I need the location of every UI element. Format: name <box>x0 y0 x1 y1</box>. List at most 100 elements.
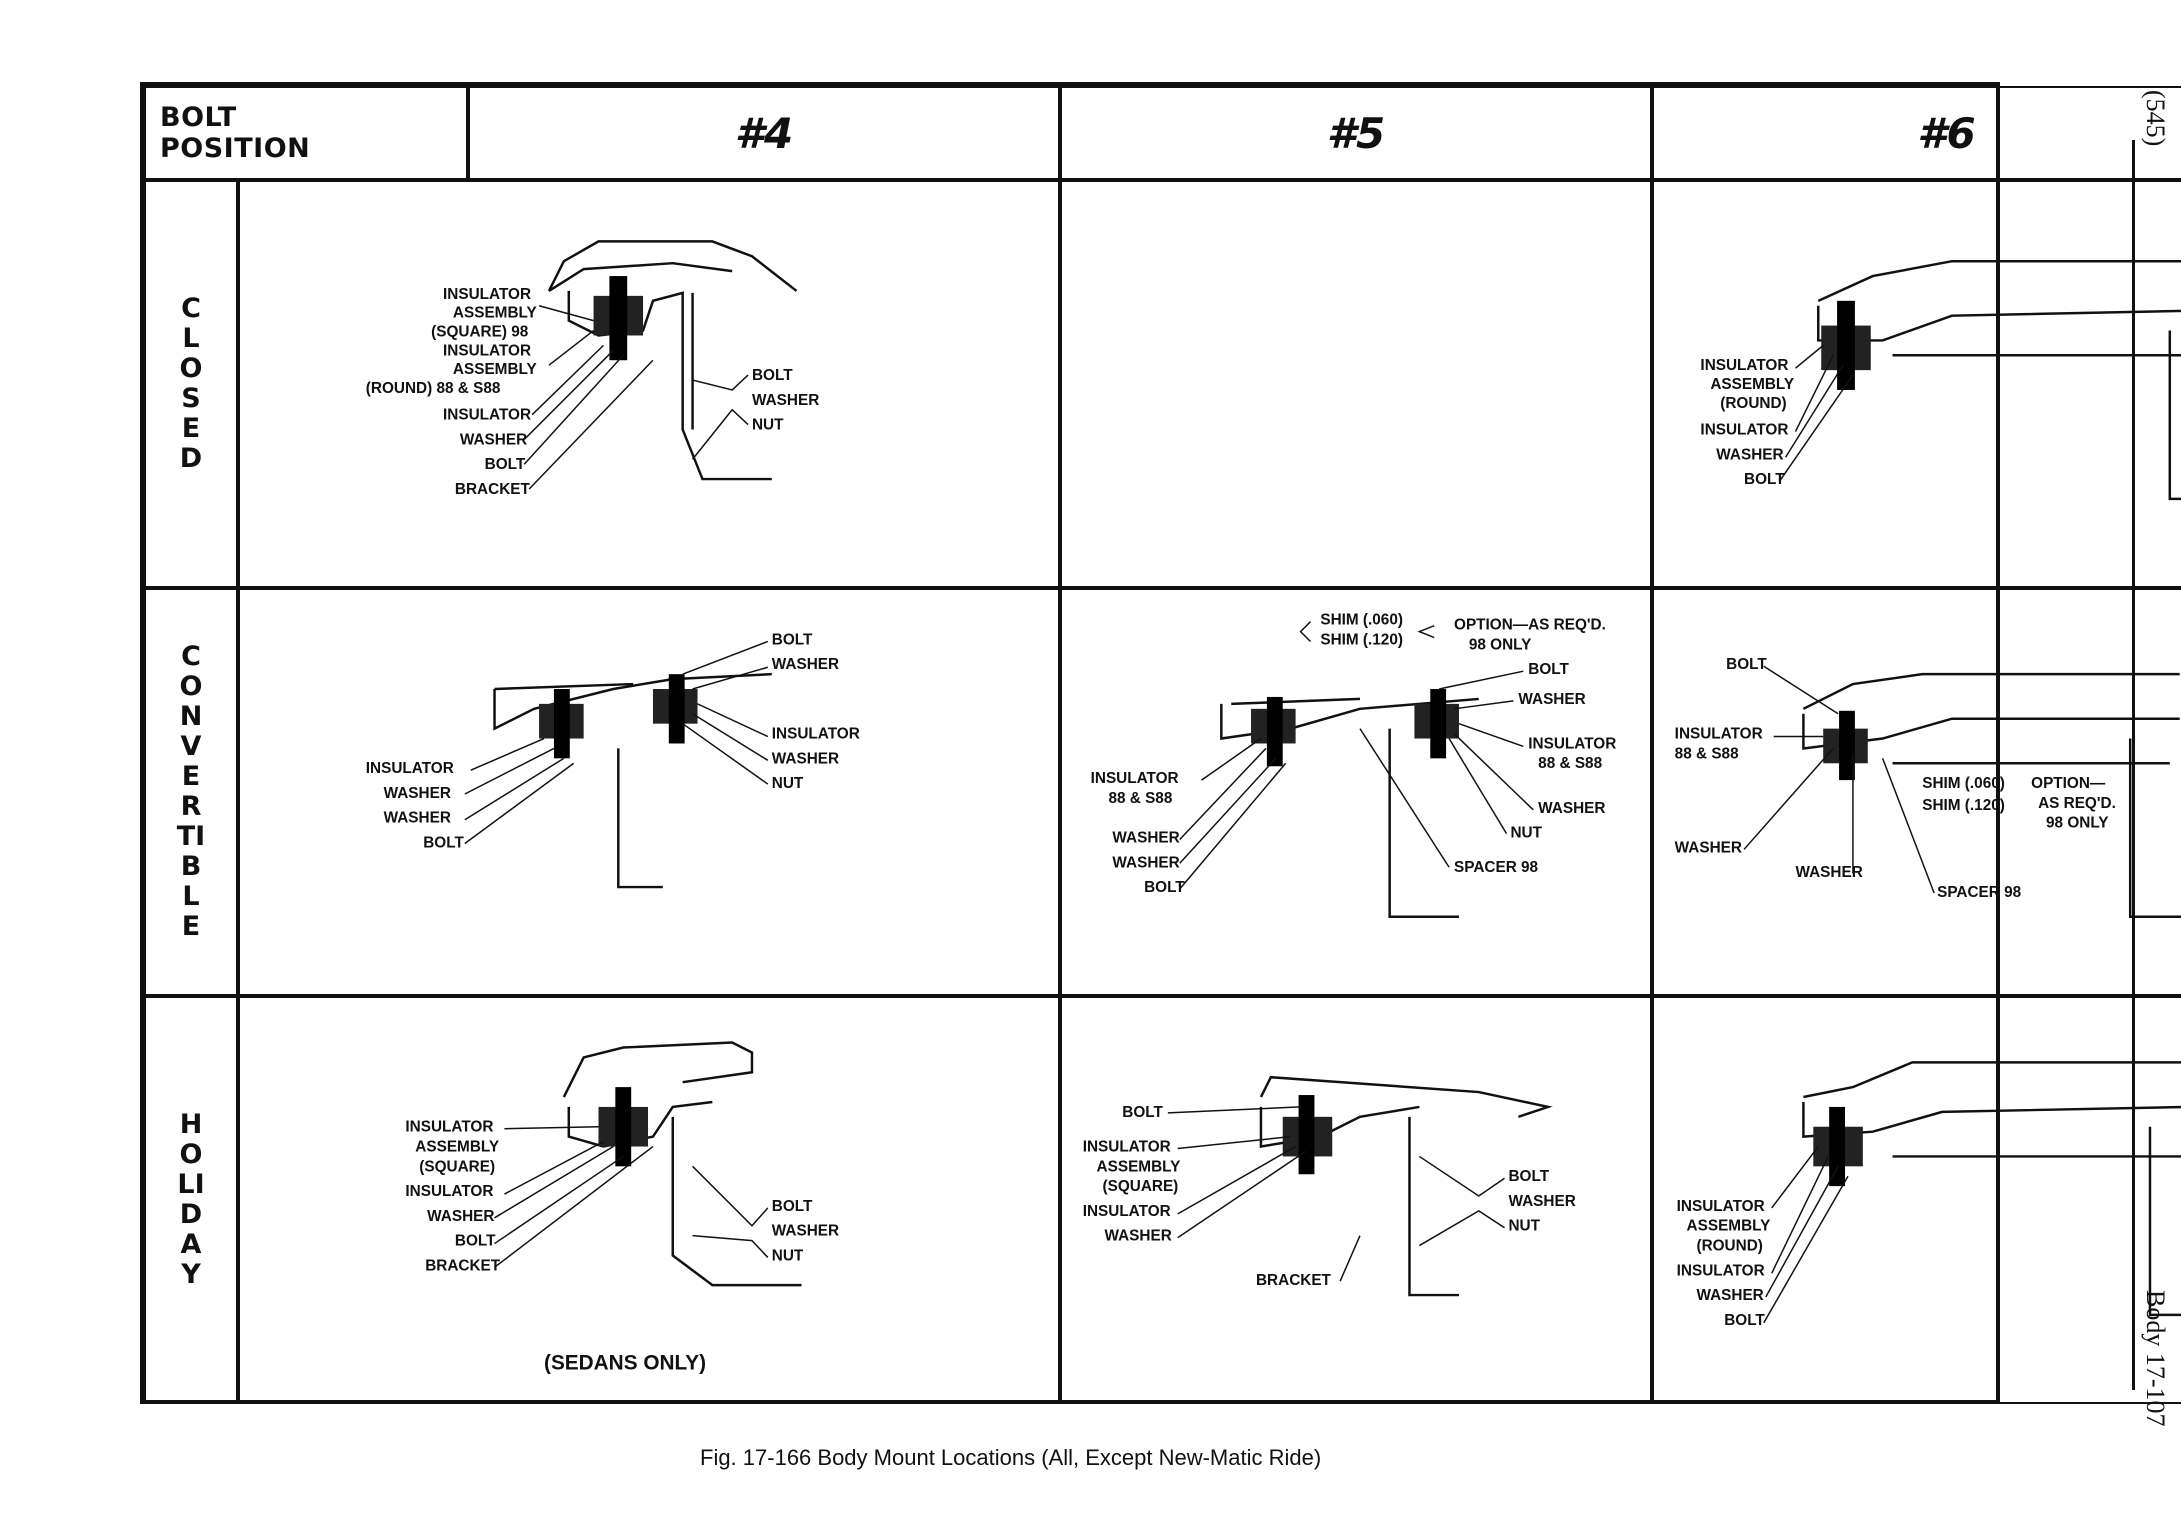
lbl-round: (ROUND) <box>1720 395 1786 412</box>
lbl-bracket: BRACKET <box>455 481 531 498</box>
lbl-bolt-r: BOLT <box>752 367 793 384</box>
column-5-label: #5 <box>1326 108 1386 158</box>
lbl-bolt: BOLT <box>455 1233 496 1250</box>
convertible-label: CONVERTIBLE <box>176 641 206 942</box>
lbl-option: OPTION—AS REQ'D. <box>1454 617 1606 634</box>
column-header-4: #4 <box>468 86 1060 180</box>
bolt-position-header: BOLT POSITION <box>144 86 468 180</box>
lbl-bolt-r: BOLT <box>772 1198 813 1215</box>
diagram-closed-4: INSULATOR ASSEMBLY (SQUARE) 98 INSULATOR… <box>238 180 1060 588</box>
body-mount-table: BOLT POSITION #4 #5 #6 CLOSED INSULATOR … <box>140 82 2181 1404</box>
lbl-washer: WASHER <box>1696 1287 1763 1304</box>
lbl-shim-060: SHIM (.060) <box>1922 775 2005 792</box>
row-label-closed: CLOSED <box>144 180 238 588</box>
lbl-insulator: INSULATOR <box>1083 1138 1171 1155</box>
closed-4-drawing: INSULATOR ASSEMBLY (SQUARE) 98 INSULATOR… <box>366 240 819 498</box>
lbl-washer-l: WASHER <box>1104 1228 1171 1245</box>
lbl-bolt-l: BOLT <box>1122 1104 1163 1121</box>
lbl-insulator-3: INSULATOR <box>443 407 531 424</box>
lbl-spacer-98: SPACER 98 <box>1937 884 2022 901</box>
diagram-convertible-4: BOLT WASHER INSULATOR WASHER NUT INSULAT… <box>238 588 1060 996</box>
lbl-bolt-l: BOLT <box>1144 879 1185 896</box>
lbl-washer-r: WASHER <box>772 750 839 767</box>
lbl-bolt-r: BOLT <box>1528 661 1569 678</box>
lbl-bolt-l: BOLT <box>423 834 464 851</box>
lbl-nut-r: NUT <box>1508 1218 1540 1235</box>
lbl-assembly-2: ASSEMBLY <box>453 361 537 378</box>
diagram-holiday-5: BOLT INSULATOR ASSEMBLY (SQUARE) INSULAT… <box>1060 996 1652 1404</box>
lbl-88-s88: 88 & S88 <box>1675 745 1739 762</box>
hol-6-drawing: INSULATOR ASSEMBLY (ROUND) INSULATOR WAS… <box>1677 1061 2181 1329</box>
lbl-insulator-l: INSULATOR <box>1091 770 1179 787</box>
figure-caption: Fig. 17-166 Body Mount Locations (All, E… <box>700 1445 1322 1470</box>
lbl-assembly: ASSEMBLY <box>1687 1218 1771 1235</box>
lbl-nut-r: NUT <box>772 1247 804 1264</box>
column-4-label: #4 <box>734 108 794 158</box>
lbl-insulator-2: INSULATOR <box>1700 422 1788 439</box>
hol-4-drawing: INSULATOR ASSEMBLY (SQUARE) INSULATOR WA… <box>405 1041 839 1374</box>
diagram-closed-5-empty <box>1060 180 1652 588</box>
lbl-nut: NUT <box>772 775 804 792</box>
conv-4-drawing: BOLT WASHER INSULATOR WASHER NUT INSULAT… <box>366 631 860 889</box>
lbl-square: (SQUARE) <box>1103 1178 1179 1195</box>
lbl-insulator-r: INSULATOR <box>772 726 860 743</box>
lbl-insulator: INSULATOR <box>366 760 454 777</box>
diagram-holiday-6: INSULATOR ASSEMBLY (ROUND) INSULATOR WAS… <box>1652 996 2181 1404</box>
lbl-spacer-98: SPACER 98 <box>1454 859 1539 876</box>
lbl-88-s88-l: 88 & S88 <box>1108 790 1172 807</box>
lbl-insulator: INSULATOR <box>1677 1198 1765 1215</box>
lbl-bolt: BOLT <box>485 456 526 473</box>
lbl-shim-060: SHIM (.060) <box>1320 612 1403 629</box>
lbl-shim-120: SHIM (.120) <box>1922 797 2005 814</box>
lbl-insulator-r: INSULATOR <box>1528 735 1616 752</box>
lbl-insulator: INSULATOR <box>1700 357 1788 374</box>
lbl-assembly: ASSEMBLY <box>415 1138 499 1155</box>
lbl-washer: WASHER <box>1716 446 1783 463</box>
bolt-position-label: BOLT POSITION <box>160 102 311 164</box>
lbl-as-reqd: AS REQ'D. <box>2038 795 2116 812</box>
lbl-98-only: 98 ONLY <box>2046 815 2108 832</box>
lbl-bolt: BOLT <box>1724 1312 1765 1329</box>
lbl-insulator: INSULATOR <box>405 1119 493 1136</box>
lbl-washer-r: WASHER <box>1518 691 1585 708</box>
diagram-closed-6: INSULATOR ASSEMBLY (ROUND) INSULATOR WAS… <box>1652 180 2181 588</box>
lbl-washer-l2: WASHER <box>1112 854 1179 871</box>
lbl-bolt: BOLT <box>772 631 813 648</box>
lbl-shim-120: SHIM (.120) <box>1320 631 1403 648</box>
column-6-label: #6 <box>1917 108 1976 158</box>
lbl-square: (SQUARE) <box>419 1158 495 1175</box>
holiday-label: HOLIDAY <box>177 1109 205 1290</box>
lbl-bolt: BOLT <box>1744 471 1785 488</box>
closed-label: CLOSED <box>179 293 203 474</box>
lbl-bolt: BOLT <box>1726 656 1767 673</box>
lbl-insulator-2: INSULATOR <box>1677 1262 1765 1279</box>
lbl-assembly: ASSEMBLY <box>1710 376 1794 393</box>
lbl-option: OPTION— <box>2031 775 2106 792</box>
page-ref-top: (545) <box>2141 90 2170 147</box>
lbl-assembly: ASSEMBLY <box>1097 1158 1181 1175</box>
row-label-holiday: HOLIDAY <box>144 996 238 1404</box>
diagram-convertible-6: BOLT INSULATOR 88 & S88 SHIM (.060) SHIM… <box>1652 588 2181 996</box>
row-label-convertible: CONVERTIBLE <box>144 588 238 996</box>
lbl-washer-r2: WASHER <box>1538 800 1605 817</box>
lbl-insulator-2: INSULATOR <box>1083 1203 1171 1220</box>
lbl-insulator-2: INSULATOR <box>405 1183 493 1200</box>
lbl-bolt-r: BOLT <box>1508 1168 1549 1185</box>
lbl-washer-c: WASHER <box>1795 864 1862 881</box>
page-ref-bottom: Body 17-107 <box>2141 1290 2170 1427</box>
column-header-6: #6 <box>1652 86 2181 180</box>
lbl-nut-r: NUT <box>752 417 784 434</box>
lbl-bracket: BRACKET <box>1256 1272 1332 1289</box>
diagram-convertible-5: SHIM (.060) SHIM (.120) OPTION—AS REQ'D.… <box>1060 588 1652 996</box>
diagram-holiday-4: INSULATOR ASSEMBLY (SQUARE) INSULATOR WA… <box>238 996 1060 1404</box>
closed-6-drawing: INSULATOR ASSEMBLY (ROUND) INSULATOR WAS… <box>1700 259 2181 501</box>
lbl-washer: WASHER <box>427 1208 494 1225</box>
lbl-washer-l: WASHER <box>1112 830 1179 847</box>
lbl-washer: WASHER <box>460 431 527 448</box>
lbl-washer-r: WASHER <box>1508 1193 1575 1210</box>
lbl-assembly: ASSEMBLY <box>453 305 537 322</box>
lbl-nut: NUT <box>1510 825 1542 842</box>
lbl-insulator-2: INSULATOR <box>443 342 531 359</box>
lbl-square-98: (SQUARE) 98 <box>431 323 529 340</box>
lbl-insulator: INSULATOR <box>1675 726 1763 743</box>
